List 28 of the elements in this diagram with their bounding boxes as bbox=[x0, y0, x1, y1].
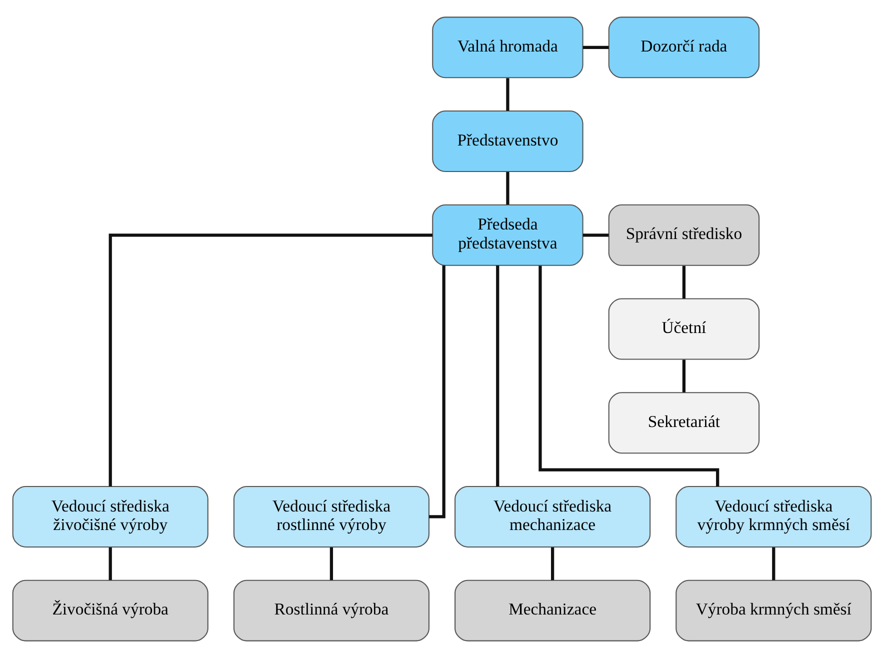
node-box: Účetní bbox=[608, 298, 760, 360]
node-box: Živočišná výroba bbox=[12, 579, 208, 641]
node-box: Dozorčí rada bbox=[608, 16, 760, 78]
connector bbox=[682, 265, 686, 298]
connector bbox=[330, 546, 334, 580]
connector bbox=[506, 78, 510, 110]
connector bbox=[550, 546, 554, 580]
connector bbox=[772, 546, 776, 580]
node-box: Předseda představenstva bbox=[432, 204, 584, 266]
node-box: Sekretariát bbox=[608, 392, 760, 454]
node-box: Představenstvo bbox=[432, 110, 584, 172]
connector bbox=[582, 233, 609, 236]
node-box: Mechanizace bbox=[454, 579, 651, 641]
connector bbox=[496, 265, 500, 486]
node-box: Vedoucí střediska výroby krmných směsí bbox=[676, 485, 872, 547]
node-box: Výroba krmných směsí bbox=[676, 579, 872, 641]
connector bbox=[108, 233, 432, 486]
connector bbox=[506, 172, 510, 204]
node-box: Správní středisko bbox=[608, 204, 760, 266]
node-box: Vedoucí střediska rostlinné výroby bbox=[233, 485, 430, 547]
node-box: Valná hromada bbox=[432, 16, 584, 78]
connector bbox=[429, 265, 446, 518]
node-box: Vedoucí střediska mechanizace bbox=[454, 485, 651, 547]
node-box: Rostlinná výroba bbox=[233, 579, 430, 641]
connector bbox=[582, 45, 609, 48]
connector bbox=[682, 359, 686, 392]
node-box: Vedoucí střediska živočišné výroby bbox=[12, 485, 208, 547]
connector bbox=[108, 546, 112, 580]
